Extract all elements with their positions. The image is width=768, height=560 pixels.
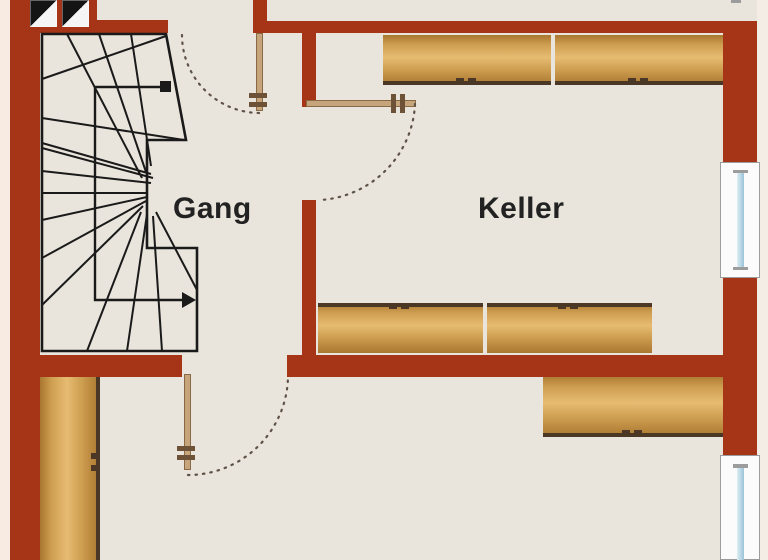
cabinet-front-line: [487, 303, 652, 307]
cabinet-keller-right-unit: [487, 303, 652, 353]
cabinet-handle: [468, 78, 476, 83]
cabinet-handle: [456, 78, 464, 83]
wall-bottom-left-segment: [10, 355, 182, 377]
window-frame-tick: [733, 267, 748, 270]
walking-line-start-square: [160, 81, 171, 92]
cabinet-bottom-left: [40, 375, 100, 560]
cabinet-handle: [640, 78, 648, 83]
cabinet-front-line: [555, 81, 723, 85]
door-handle: [177, 455, 195, 460]
cabinet-handle: [401, 304, 409, 309]
cabinet-front-line: [318, 303, 483, 307]
chimney-flue-icon: [30, 0, 57, 27]
wall-left-outer: [10, 0, 40, 560]
outside-strip-right: [757, 0, 768, 560]
cabinet-handle: [634, 430, 642, 435]
cabinet-bottom-right: [543, 375, 723, 437]
door-handle: [400, 94, 405, 113]
stair-walking-line: [93, 85, 182, 302]
cabinet-handle: [558, 304, 566, 309]
wall-keller-lower: [302, 200, 316, 355]
wall-top-left: [95, 20, 168, 33]
walking-line-arrow-icon: [182, 292, 196, 308]
window-right-upper: [720, 162, 760, 278]
door-handle: [249, 93, 267, 98]
window-frame-tick: [733, 464, 748, 468]
wall-keller-upper: [302, 33, 316, 107]
door-handle: [249, 102, 267, 107]
cabinet-top-left-unit: [383, 35, 551, 85]
cabinet-handle: [91, 465, 99, 471]
wall-section-mark: [731, 0, 741, 3]
door-handle: [391, 94, 396, 113]
wall-top: [267, 21, 757, 33]
door-keller-swing-arc: [318, 102, 417, 202]
door-bottom-swing-arc: [186, 373, 290, 477]
door-top-leaf: [256, 33, 263, 111]
cabinet-front-line: [543, 433, 723, 437]
room-label-gang: Gang: [173, 192, 252, 225]
cabinet-front-line: [383, 81, 551, 85]
cabinet-handle: [628, 78, 636, 83]
window-glass: [737, 468, 744, 560]
wall-top-jamb: [253, 0, 267, 33]
cabinet-top-right-unit: [555, 35, 723, 85]
door-handle: [177, 446, 195, 451]
wall-right-upper: [723, 21, 757, 165]
window-right-lower: [720, 455, 760, 560]
cabinet-keller-left-unit: [318, 303, 483, 353]
cabinet-handle: [389, 304, 397, 309]
window-glass: [737, 172, 744, 270]
window-frame-tick: [733, 170, 748, 173]
outside-strip-left: [0, 0, 10, 560]
wall-bottom-right-segment: [287, 355, 757, 377]
chimney-flue-icon: [62, 0, 89, 27]
room-label-keller: Keller: [478, 192, 565, 225]
cabinet-handle: [91, 453, 99, 459]
cabinet-handle: [622, 430, 630, 435]
cabinet-handle: [570, 304, 578, 309]
